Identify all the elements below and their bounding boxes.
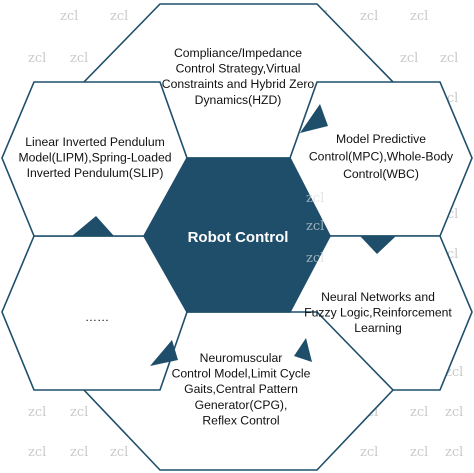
watermark-text: zcl — [445, 445, 463, 460]
center-watermarks: zcl zcl zcl — [306, 191, 324, 266]
module-label-lower-left: …… — [85, 310, 109, 324]
module-label-line: Dynamics(HZD) — [195, 93, 282, 107]
watermark-text: zcl — [28, 445, 46, 460]
module-label-line: …… — [85, 310, 109, 324]
center-watermark: zcl — [306, 191, 324, 206]
module-label-line: Neuromuscular — [200, 351, 283, 365]
connector-left — [72, 216, 114, 236]
module-label-line: Inverted Pendulum(SLIP) — [27, 166, 164, 180]
module-label-line: Learning — [354, 321, 401, 335]
module-label-line: Control(MPC),Whole-Body — [309, 150, 454, 164]
module-label-line: Compliance/Impedance — [174, 46, 302, 60]
module-label-line: Model Predictive — [336, 132, 426, 146]
watermark-text: zcl — [410, 405, 428, 420]
connector-bottom-left — [150, 340, 178, 366]
module-label-line: Model(LIPM),Spring-Loaded — [18, 151, 171, 165]
module-label-line: Fuzzy Logic,Reinforcement — [304, 306, 452, 320]
watermark-text: zcl — [445, 405, 463, 420]
watermark-text: zcl — [70, 445, 88, 460]
module-label-line: Constraints and Hybrid Zero — [162, 77, 315, 91]
module-label-line: Gaits,Central Pattern — [184, 382, 298, 396]
watermark-text: zcl — [28, 51, 46, 66]
connector-bottom-right — [294, 338, 312, 362]
watermark-text: zcl — [400, 51, 418, 66]
module-label-line: Linear Inverted Pendulum — [25, 135, 165, 149]
watermark-text: zcl — [28, 405, 46, 420]
watermark-text: zcl — [70, 51, 88, 66]
watermark-text: zcl — [360, 445, 378, 460]
hexagon-center — [143, 157, 331, 313]
watermark-text: zcl — [110, 9, 128, 24]
watermark-text: zcl — [70, 405, 88, 420]
module-label-line: Control(WBC) — [343, 167, 419, 181]
module-label-line: Control Strategy,Virtual — [176, 62, 301, 76]
watermark-text: zcl — [410, 9, 428, 24]
center-label: Robot Control — [188, 229, 289, 246]
center-watermark: zcl — [306, 219, 324, 234]
watermark-text: zcl — [440, 51, 458, 66]
module-label-line: Reflex Control — [202, 413, 279, 427]
module-label-line: Generator(CPG), — [195, 398, 288, 412]
module-label-line: Neural Networks and — [321, 290, 435, 304]
watermark-text: zcl — [410, 445, 428, 460]
connector-right — [360, 236, 396, 254]
module-label-line: Control Model,Limit Cycle — [172, 367, 311, 381]
watermark-text: zcl — [360, 9, 378, 24]
watermark-text: zcl — [60, 9, 78, 24]
connector-top-right — [300, 104, 328, 133]
watermark-text: zcl — [110, 445, 128, 460]
center-watermark: zcl — [306, 251, 324, 266]
